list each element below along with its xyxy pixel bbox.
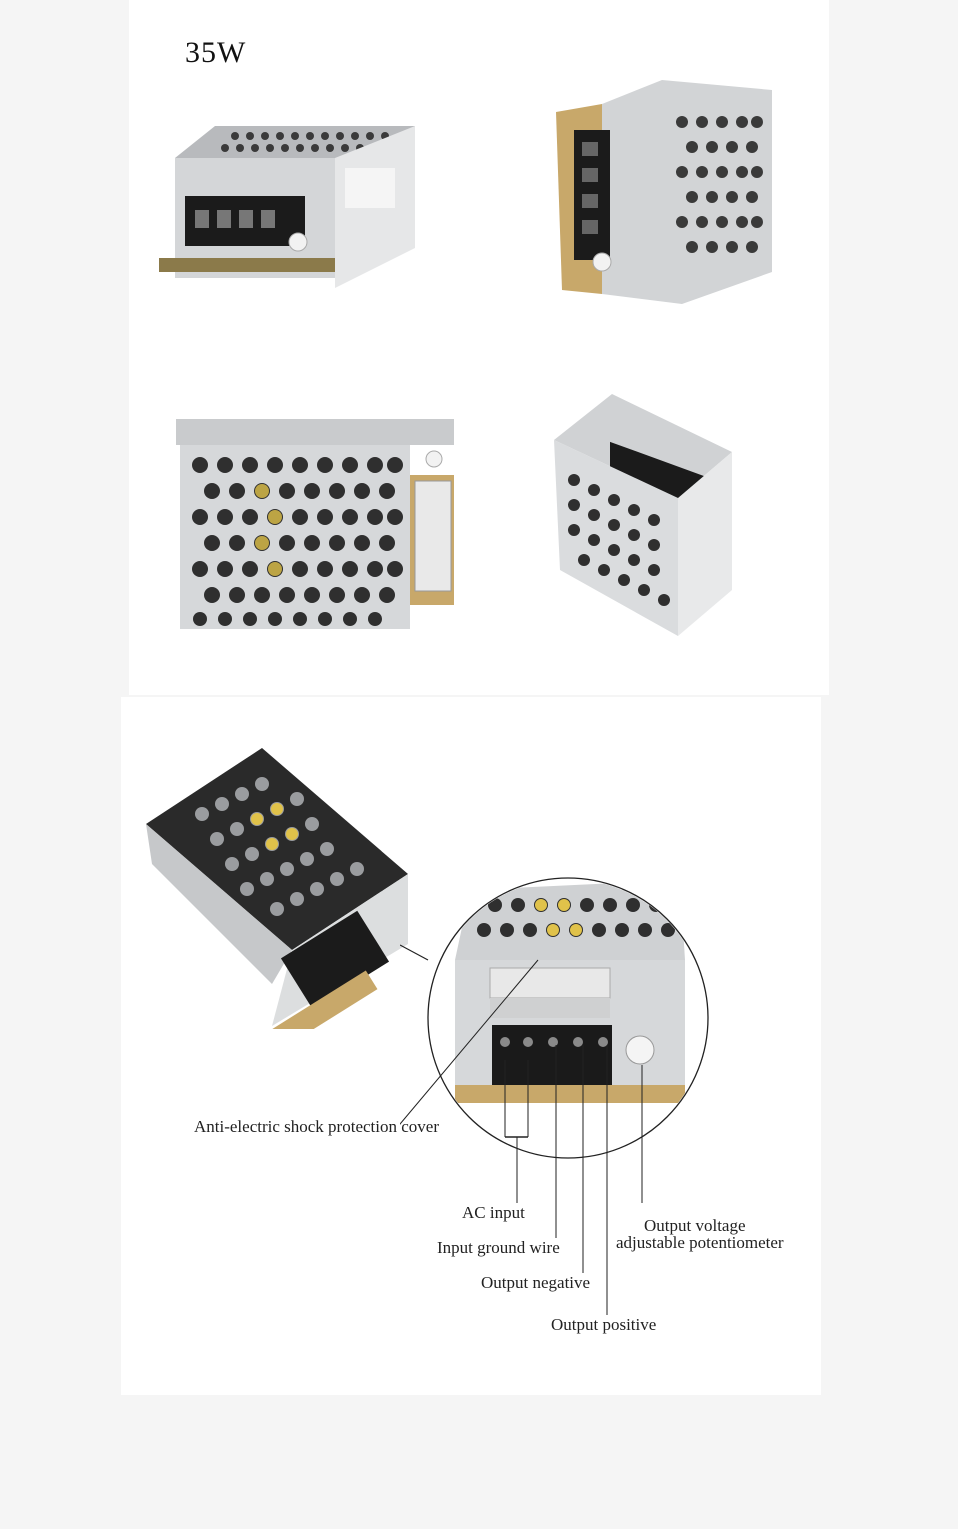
label-ac-input: AC input xyxy=(462,1203,525,1222)
product-photo-side xyxy=(550,390,740,640)
label-pot-line1: Output voltage xyxy=(644,1216,746,1235)
zoom-callout-diagram xyxy=(400,860,900,1360)
product-photo-top xyxy=(170,415,460,635)
label-protection-cover: Anti-electric shock protection cover xyxy=(194,1117,439,1136)
product-photo-diagram-unit xyxy=(142,744,412,1029)
label-output-positive: Output positive xyxy=(551,1315,657,1334)
power-rating-title: 35W xyxy=(185,36,247,69)
label-input-ground: Input ground wire xyxy=(437,1238,560,1257)
product-photo-front xyxy=(155,118,420,298)
label-pot-line2: adjustable potentiometer xyxy=(616,1233,784,1252)
product-photo-angled xyxy=(552,72,777,312)
label-output-negative: Output negative xyxy=(481,1273,591,1292)
